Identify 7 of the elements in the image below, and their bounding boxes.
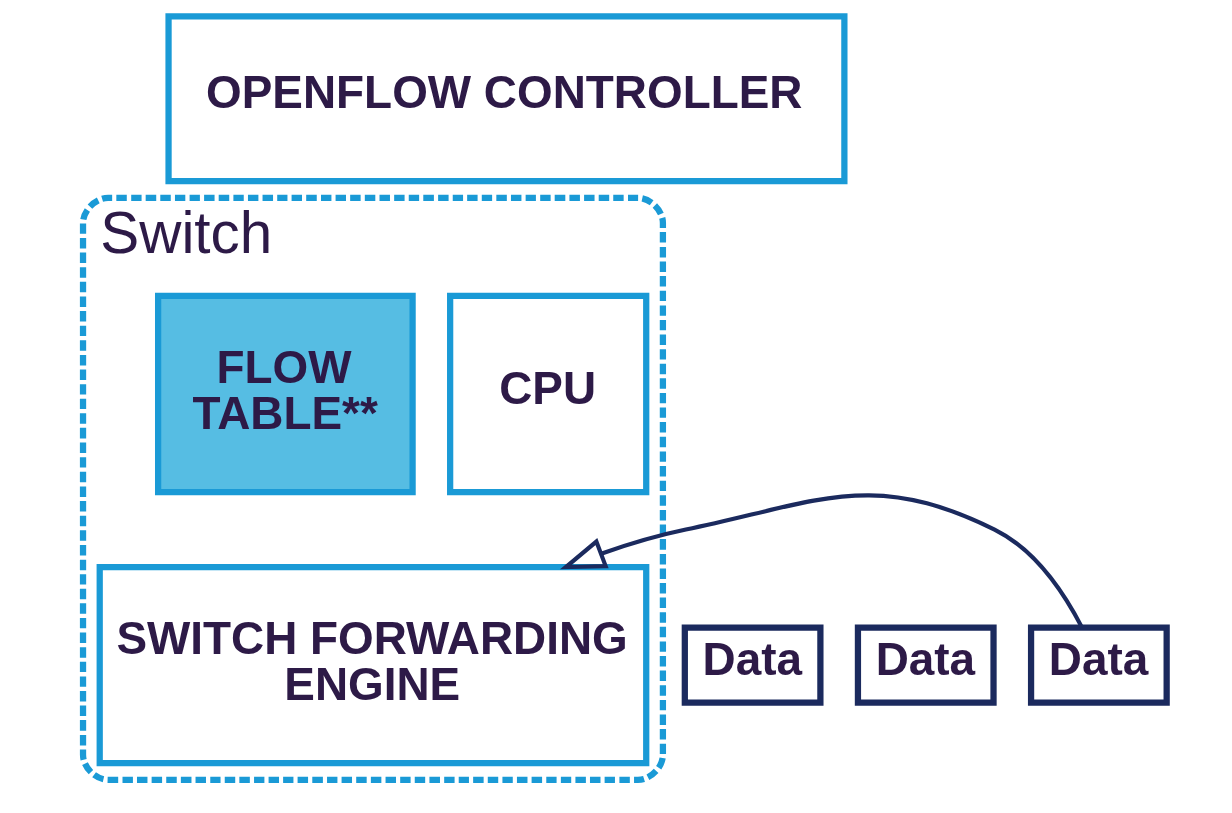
node-box: FLOW TABLE** bbox=[154, 292, 416, 496]
node-box: Data bbox=[681, 624, 824, 706]
node-box: SWITCH FORWARDING ENGINE bbox=[96, 564, 649, 767]
node-box: CPU bbox=[446, 292, 649, 496]
node-box: Data bbox=[854, 624, 997, 706]
node-box: Data bbox=[1027, 624, 1170, 706]
node-box: OPENFLOW CONTROLLER bbox=[164, 13, 847, 185]
